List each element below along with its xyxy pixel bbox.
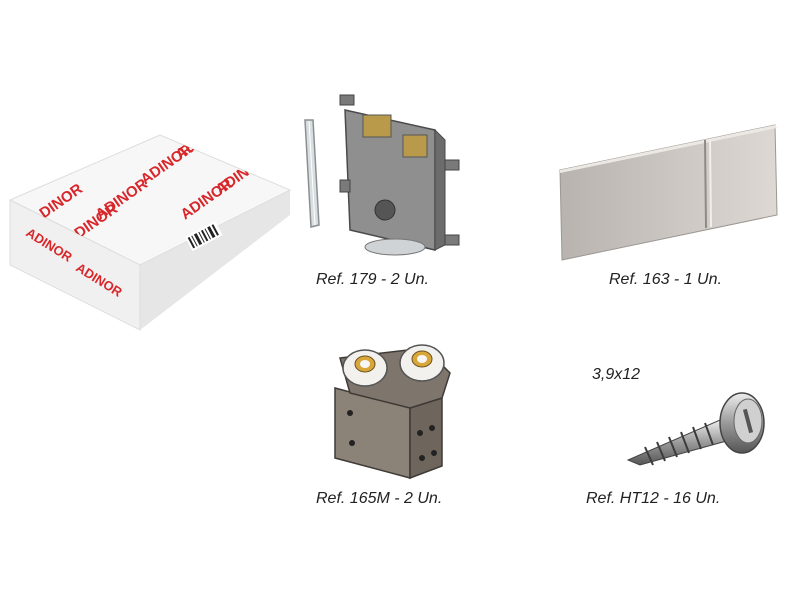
part-179-caption: Ref. 179 - 2 Un. (316, 271, 429, 288)
part-163-image (559, 124, 778, 261)
part-ht12-caption: Ref. HT12 - 16 Un. (586, 490, 721, 507)
part-ht12-screw-image (626, 392, 765, 466)
part-165m-image (334, 344, 451, 480)
part-165m-caption: Ref. 165M - 2 Un. (316, 490, 443, 507)
adinor-package-box: ADINOR ADINOR ADINOR ADINOR ADINOR ADINO… (8, 134, 292, 331)
screw-size-label: 3,9x12 (592, 366, 641, 383)
barcode-icon (185, 221, 223, 252)
part-179-image (304, 94, 460, 256)
part-163-caption: Ref. 163 - 1 Un. (609, 271, 722, 288)
